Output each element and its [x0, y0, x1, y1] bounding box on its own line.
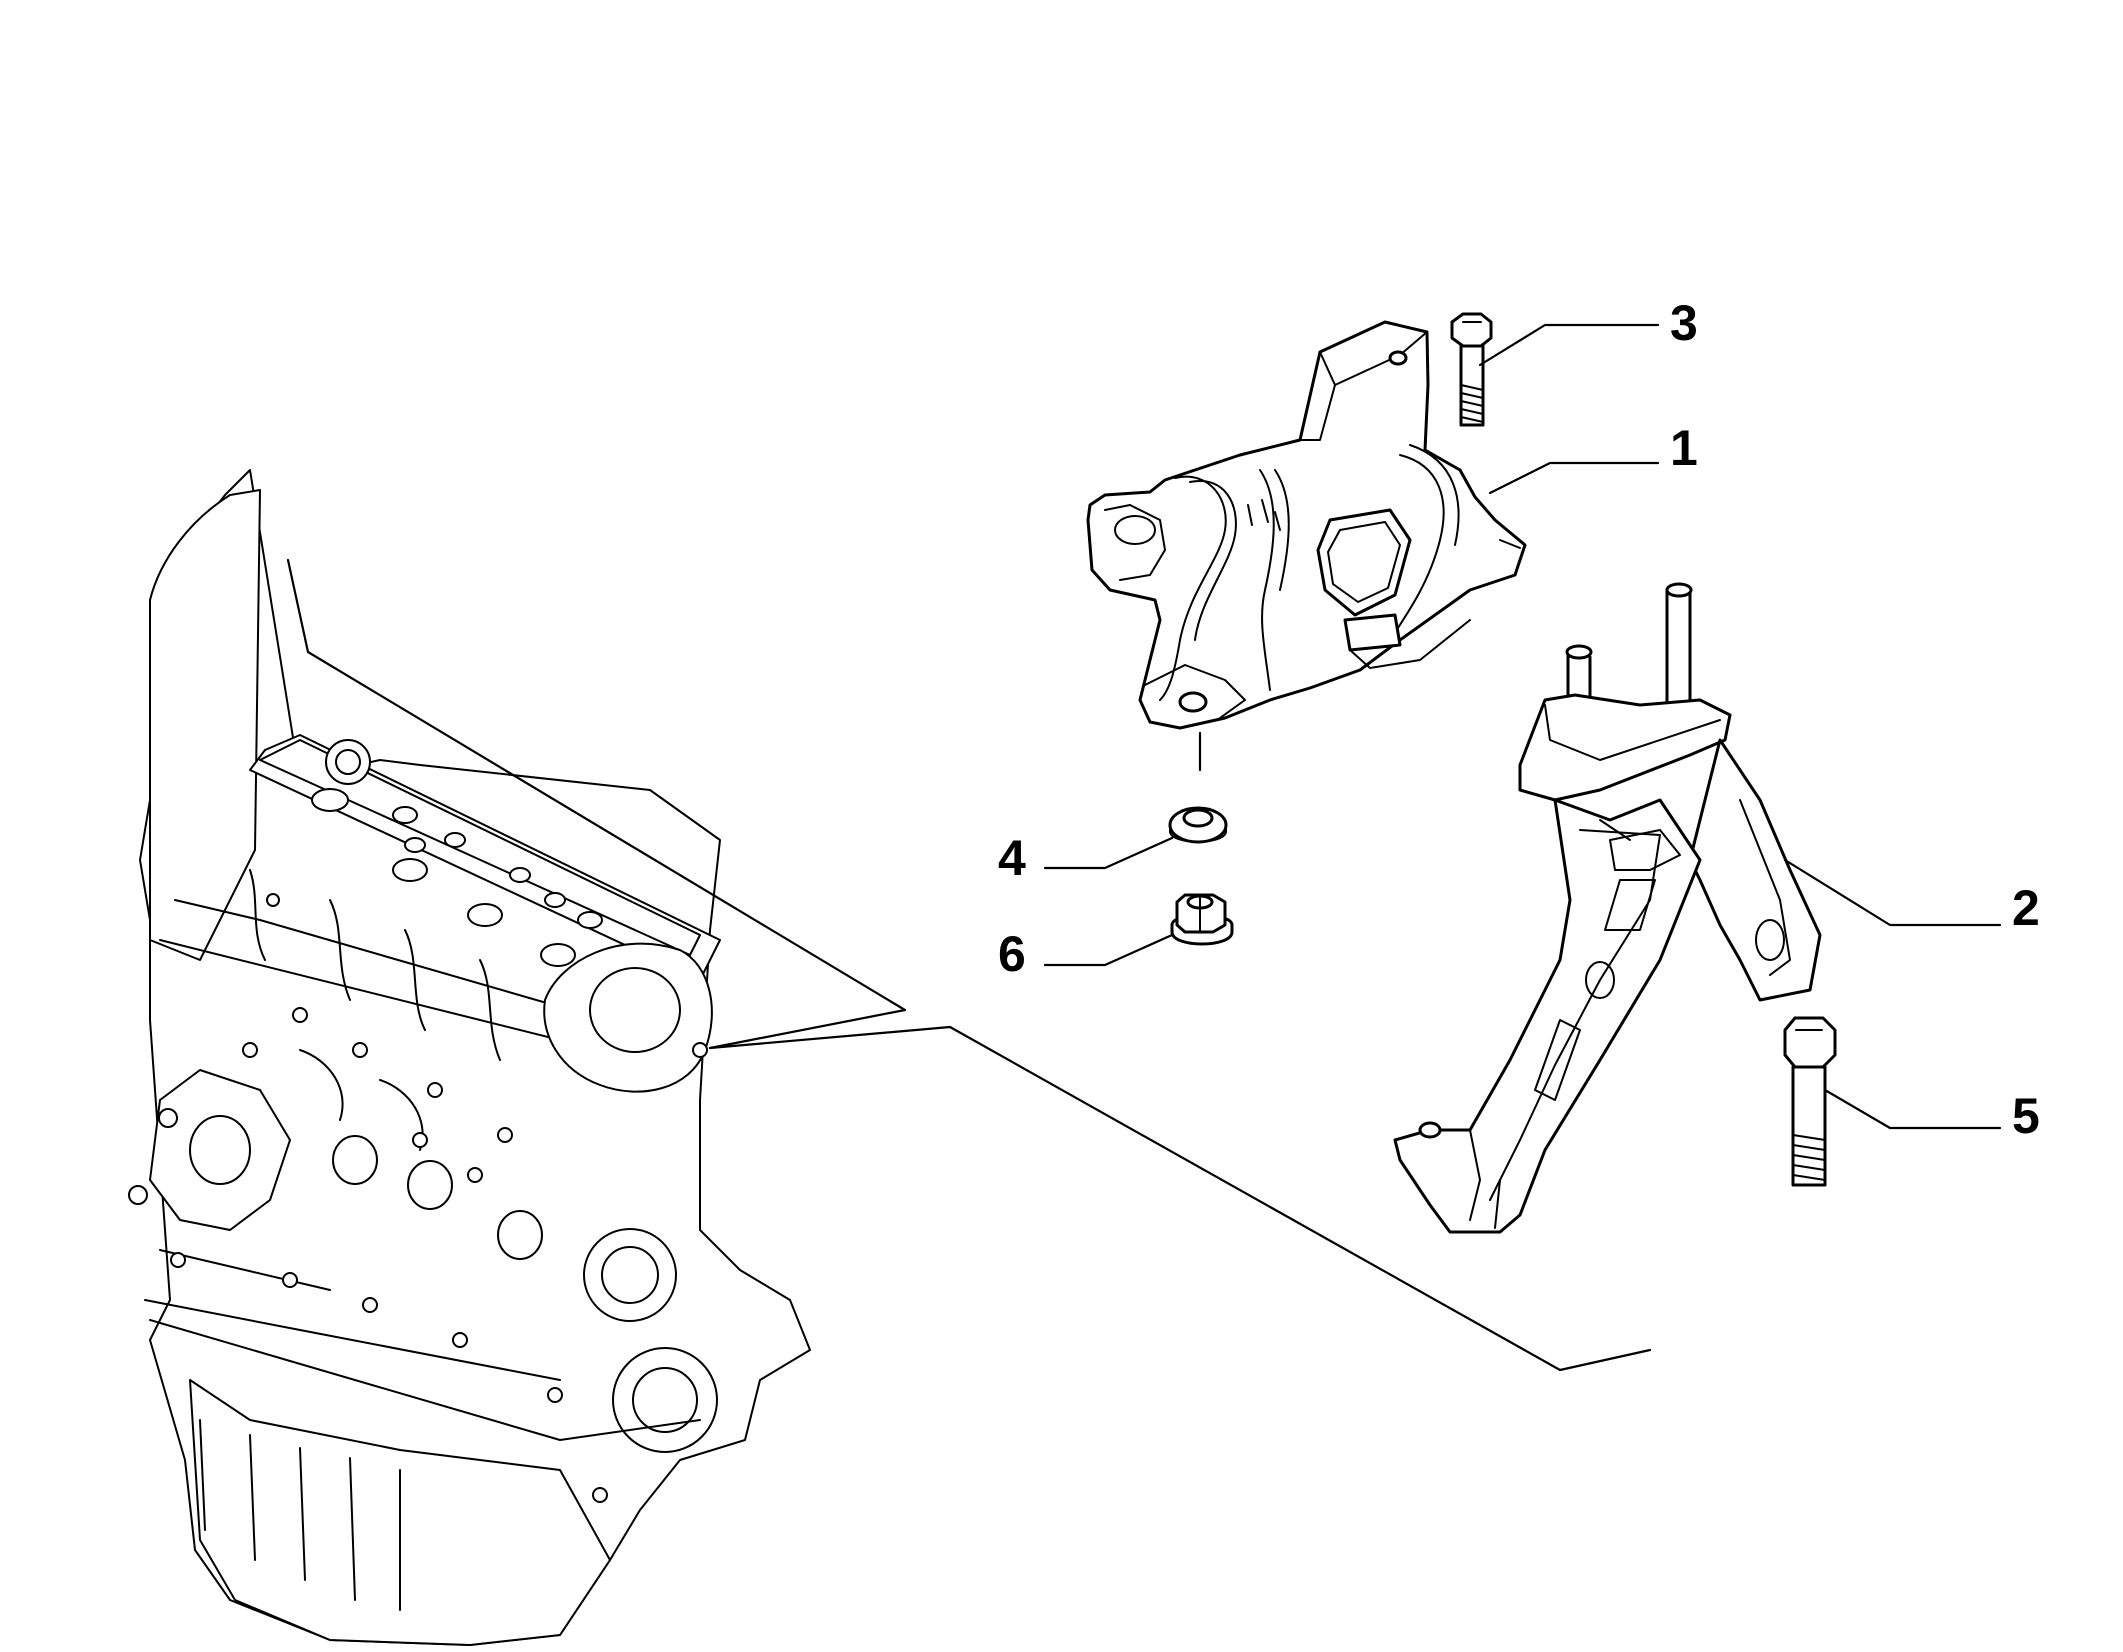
callout-leaders [1043, 323, 2002, 1130]
part-6-flange-nut [1170, 893, 1234, 946]
head-ports [311, 788, 609, 980]
callout-1: 1 [1670, 420, 1698, 476]
callout-4: 4 [998, 830, 1026, 886]
part-5-bolt [1783, 1016, 1837, 1187]
engine-studs [170, 893, 708, 1503]
callout-3: 3 [1670, 295, 1698, 351]
part-1-engine-mount [1086, 320, 1527, 730]
callout-5: 5 [2012, 1088, 2040, 1144]
callout-numbers: 3 1 2 4 6 5 [998, 295, 2040, 1144]
callout-2: 2 [2012, 880, 2040, 936]
assembly-reference-lines [286, 558, 1652, 1372]
engine-block-illustration [128, 469, 811, 1646]
callout-6: 6 [998, 926, 1026, 982]
part-4-washer [1168, 806, 1228, 844]
part-3-bolt [1450, 312, 1493, 427]
part-2-bracket [1393, 582, 1822, 1234]
